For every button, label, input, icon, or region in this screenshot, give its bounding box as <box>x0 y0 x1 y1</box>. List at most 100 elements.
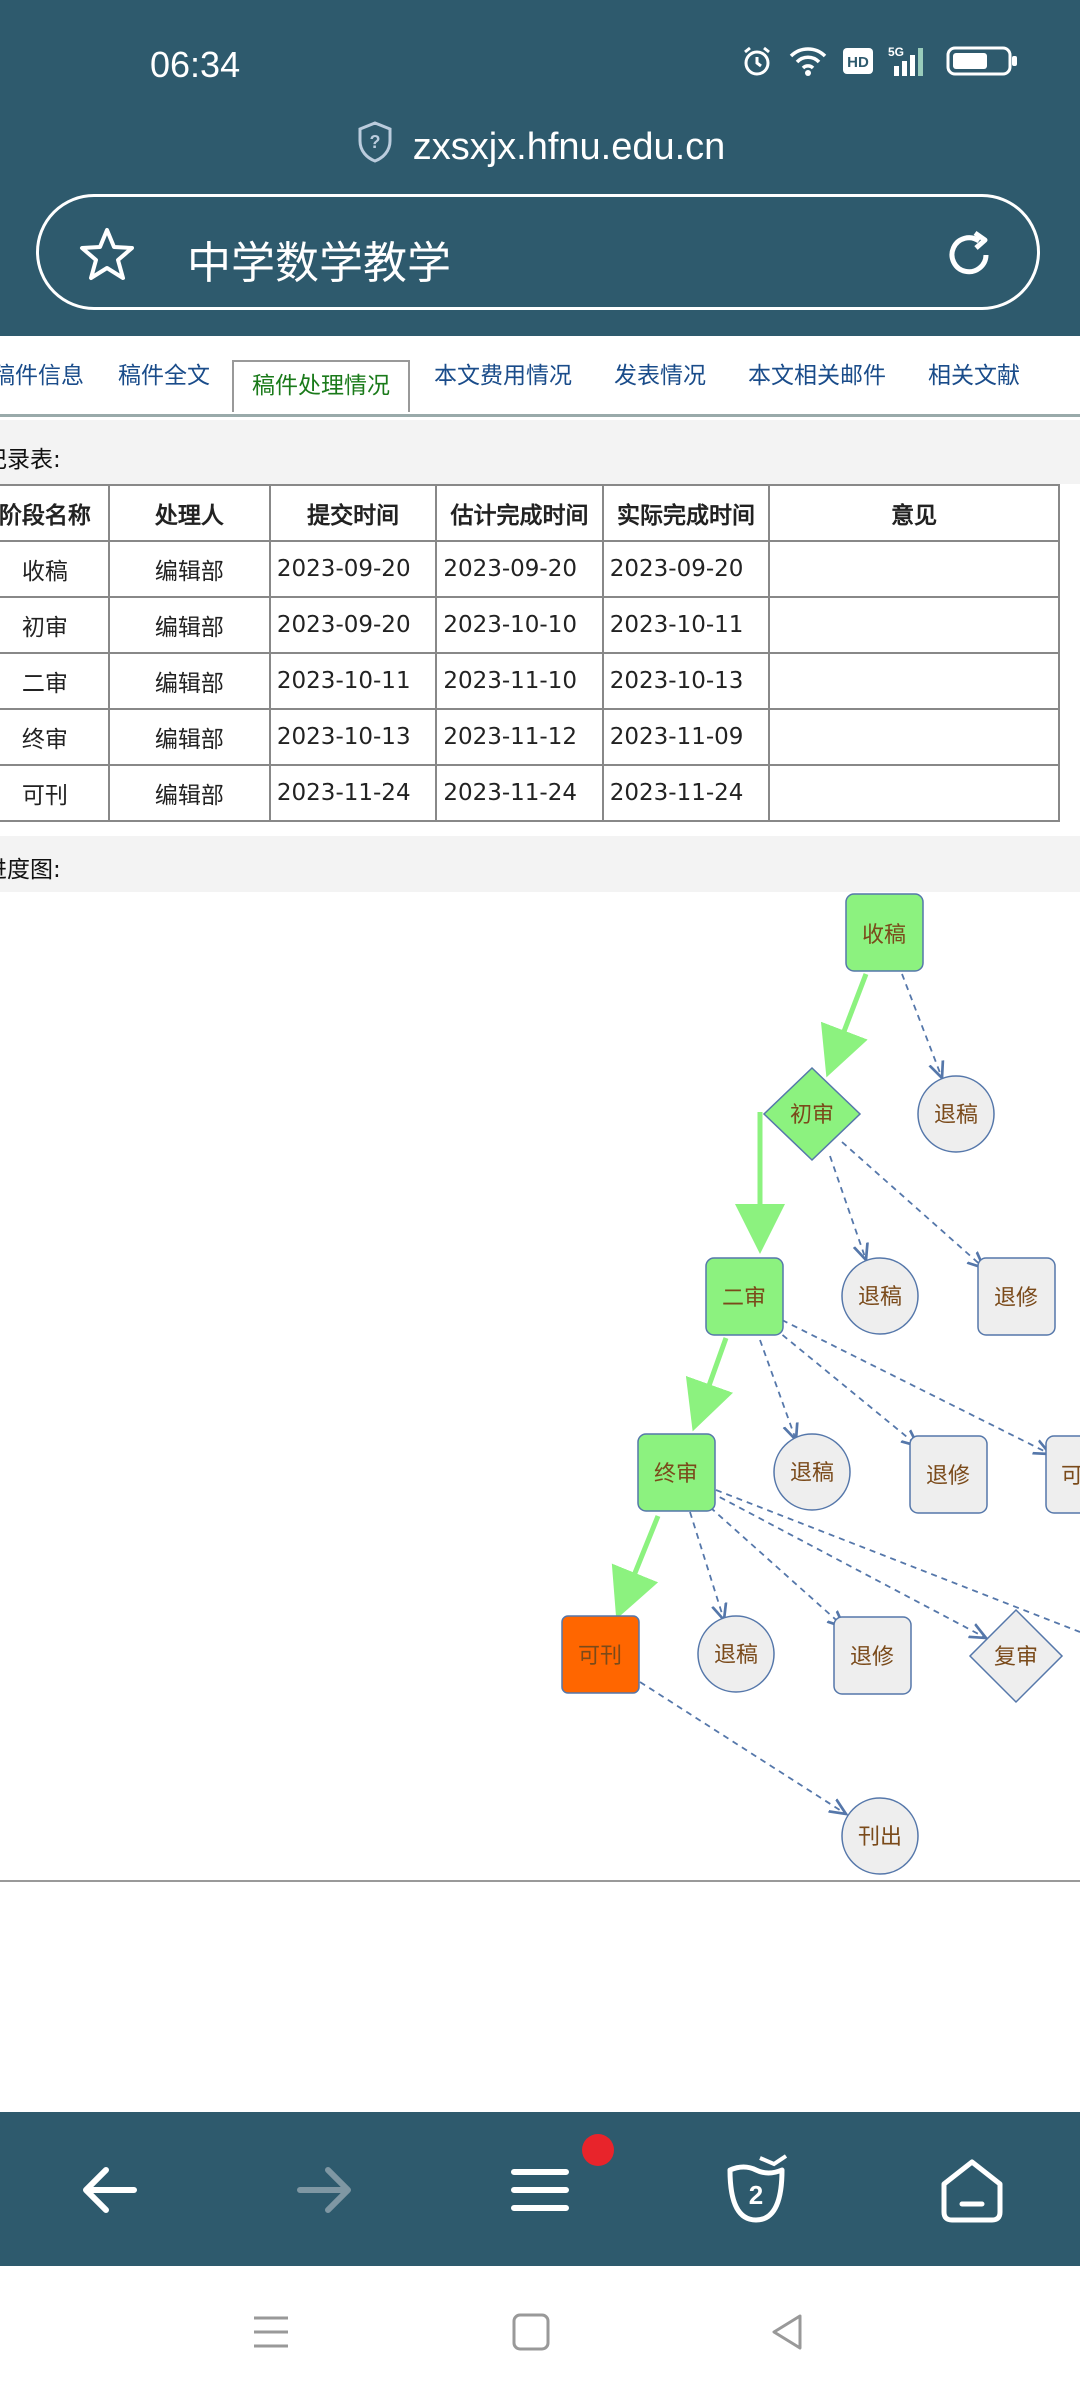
cell-handler: 编辑部 <box>107 540 271 598</box>
back-triangle-icon[interactable] <box>766 2310 808 2358</box>
tab-fees[interactable]: 本文费用情况 <box>434 363 572 389</box>
tab-manuscript-fulltext[interactable]: 稿件全文 <box>118 363 210 389</box>
cell-submit-time: 2023-09-20 <box>268 540 438 598</box>
cell-handler: 编辑部 <box>107 652 271 710</box>
cell-stage: 终审 <box>0 708 110 766</box>
tab-processing-status[interactable]: 稿件处理情况 <box>232 360 410 412</box>
recent-apps-icon[interactable] <box>250 2310 292 2358</box>
col-opinion: 意见 <box>768 484 1060 542</box>
node-label: 初审 <box>790 1103 834 1128</box>
node-label: 退稿 <box>858 1285 902 1310</box>
record-table-label: 记录表: <box>0 447 61 473</box>
node-final-review[interactable]: 终审 <box>637 1433 716 1512</box>
signal-5g-icon: 5G <box>888 44 932 78</box>
wifi-icon <box>788 45 828 77</box>
cell-submit-time: 2023-10-13 <box>268 708 438 766</box>
security-shield-icon: ? <box>355 120 395 174</box>
node-second-review[interactable]: 二审 <box>705 1257 784 1336</box>
cell-opinion <box>768 708 1060 766</box>
cell-actual-time: 2023-11-09 <box>601 708 771 766</box>
node-first-review[interactable]: 初审 <box>762 1066 862 1162</box>
node-reject-1[interactable]: 退稿 <box>917 1075 995 1153</box>
node-revise-3[interactable]: 退修 <box>909 1435 988 1514</box>
node-label: 退修 <box>850 1645 894 1670</box>
url-bar[interactable]: ? zxsxjx.hfnu.edu.cn <box>0 120 1080 174</box>
svg-text:?: ? <box>369 132 380 152</box>
node-revise-4[interactable]: 退修 <box>833 1616 912 1695</box>
cell-actual-time: 2023-09-20 <box>601 540 771 598</box>
tab-manuscript-info[interactable]: 稿件信息 <box>0 363 84 389</box>
node-reject-4[interactable]: 退稿 <box>697 1615 775 1693</box>
col-actual-time: 实际完成时间 <box>601 484 771 542</box>
table-row: 初审 编辑部 2023-09-20 2023-10-10 2023-10-11 <box>0 596 1060 654</box>
home-square-icon[interactable] <box>510 2310 552 2358</box>
cell-opinion <box>768 764 1060 822</box>
cell-submit-time: 2023-10-11 <box>268 652 438 710</box>
cell-estimated-time: 2023-11-12 <box>435 708 604 766</box>
node-received[interactable]: 收稿 <box>845 893 924 972</box>
status-icons: HD 5G <box>740 44 1020 78</box>
cell-submit-time: 2023-11-24 <box>268 764 438 822</box>
tab-related-literature[interactable]: 相关文献 <box>928 363 1020 389</box>
star-bookmark-icon[interactable] <box>77 225 137 289</box>
back-button[interactable] <box>70 2150 150 2230</box>
table-row: 收稿 编辑部 2023-09-20 2023-09-20 2023-09-20 <box>0 540 1060 598</box>
page-title-box[interactable]: 中学数学教学 <box>36 194 1040 310</box>
tab-count: 2 <box>749 2180 763 2210</box>
cell-estimated-time: 2023-10-10 <box>435 596 604 654</box>
col-handler: 处理人 <box>107 484 271 542</box>
cell-estimated-time: 2023-09-20 <box>435 540 604 598</box>
node-label: 退修 <box>994 1286 1038 1311</box>
cell-submit-time: 2023-09-20 <box>268 596 438 654</box>
cell-opinion <box>768 652 1060 710</box>
record-table: 阶段名称 处理人 提交时间 估计完成时间 实际完成时间 意见 收稿 编辑部 20… <box>0 484 1060 822</box>
cell-opinion <box>768 540 1060 598</box>
forward-button[interactable] <box>284 2150 364 2230</box>
node-label: 退稿 <box>714 1643 758 1668</box>
svg-text:5G: 5G <box>888 45 904 59</box>
battery-icon <box>946 45 1020 77</box>
tab-publication[interactable]: 发表情况 <box>614 363 706 389</box>
system-navigation-bar <box>0 2266 1080 2400</box>
alarm-icon <box>740 44 774 78</box>
col-submit-time: 提交时间 <box>268 484 438 542</box>
node-label: 刊出 <box>858 1825 902 1850</box>
branch-edges <box>639 973 1080 1814</box>
node-reject-3[interactable]: 退稿 <box>773 1433 851 1511</box>
record-label-band <box>0 420 1080 484</box>
node-label: 可 <box>1061 1464 1080 1489</box>
cell-estimated-time: 2023-11-10 <box>435 652 604 710</box>
tab-related-emails[interactable]: 本文相关邮件 <box>748 363 886 389</box>
hd-icon: HD <box>842 47 874 75</box>
node-label: 可刊 <box>578 1644 622 1669</box>
node-label: 退修 <box>926 1464 970 1489</box>
cell-actual-time: 2023-10-13 <box>601 652 771 710</box>
menu-notification-badge <box>582 2134 614 2166</box>
progress-diagram: 收稿 初审 退稿 二审 退稿 退修 终审 退稿 退修 可 可刊 退稿 <box>561 893 1080 1875</box>
menu-button[interactable] <box>500 2150 580 2230</box>
cell-handler: 编辑部 <box>107 708 271 766</box>
reload-icon[interactable] <box>939 225 999 289</box>
cell-opinion <box>768 596 1060 654</box>
browser-toolbar: 2 <box>0 2112 1080 2266</box>
tabs-button[interactable]: 2 <box>716 2150 796 2230</box>
cell-stage: 可刊 <box>0 764 110 822</box>
status-time: 06:34 <box>150 44 241 85</box>
node-revise-2[interactable]: 退修 <box>977 1257 1056 1336</box>
cell-estimated-time: 2023-11-24 <box>435 764 604 822</box>
page-title: 中学数学教学 <box>187 238 451 289</box>
node-label: 复审 <box>994 1645 1038 1670</box>
table-row: 终审 编辑部 2023-10-13 2023-11-12 2023-11-09 <box>0 708 1060 766</box>
node-publishable-cut[interactable]: 可 <box>1045 1435 1080 1514</box>
node-reject-2[interactable]: 退稿 <box>841 1257 919 1335</box>
content-bottom-divider <box>0 1880 1080 1882</box>
node-published[interactable]: 刊出 <box>841 1797 919 1875</box>
node-label: 终审 <box>654 1462 698 1487</box>
url-text: zxsxjx.hfnu.edu.cn <box>412 125 726 168</box>
svg-text:HD: HD <box>847 54 869 71</box>
node-re-review[interactable]: 复审 <box>968 1608 1064 1704</box>
cell-stage: 二审 <box>0 652 110 710</box>
manuscript-tabs: 稿件信息 稿件全文 稿件处理情况 本文费用情况 发表情况 本文相关邮件 相关文献 <box>0 338 1080 417</box>
home-button[interactable] <box>932 2150 1012 2230</box>
node-publishable[interactable]: 可刊 <box>561 1615 640 1694</box>
